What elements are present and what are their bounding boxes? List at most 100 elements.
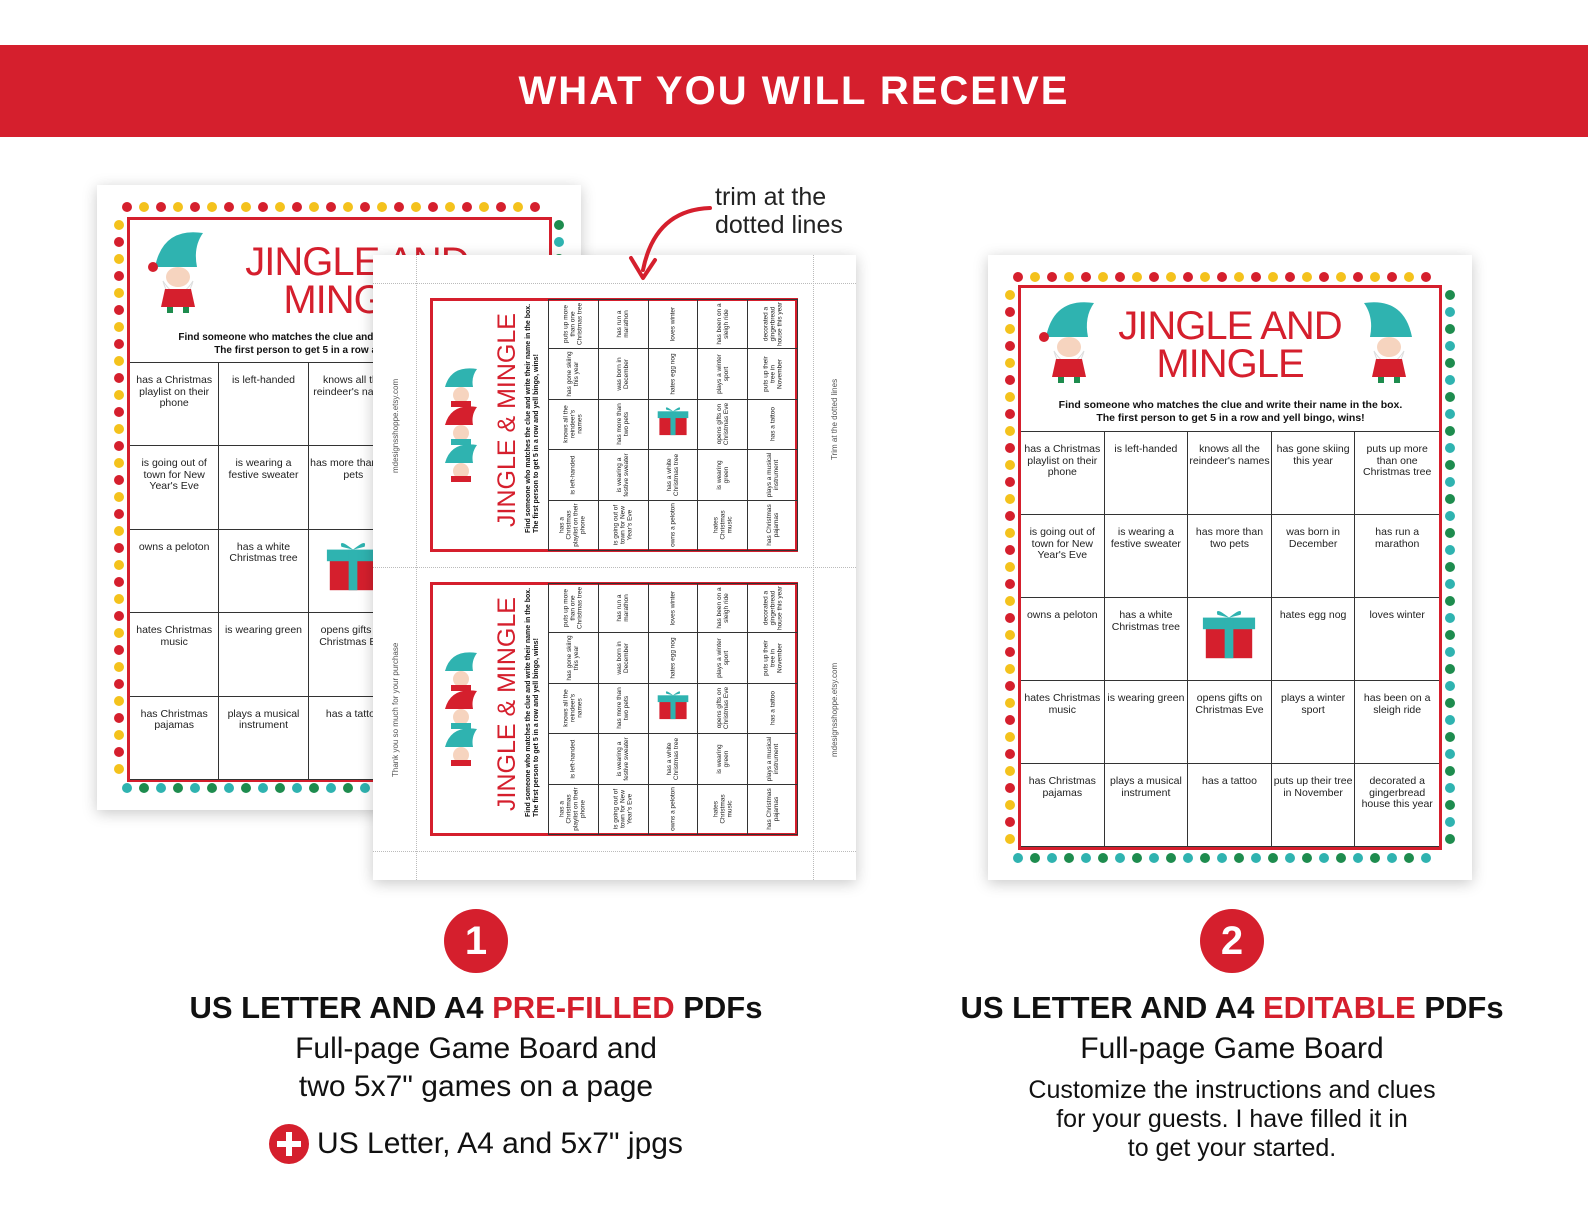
mini-cell-text: puts up more than one Christmas tree bbox=[562, 303, 584, 346]
bingo-cell: is wearing green bbox=[219, 613, 309, 697]
light-bulb-dot bbox=[1217, 853, 1227, 863]
light-bulb-dot bbox=[1005, 562, 1015, 572]
light-bulb-dot bbox=[1047, 853, 1057, 863]
light-bulb-dot bbox=[1445, 426, 1455, 436]
curved-arrow-icon bbox=[629, 206, 712, 280]
light-bulb-dot bbox=[275, 783, 285, 793]
card-5x7-top: puts up more than one Christmas tree has … bbox=[430, 298, 798, 552]
light-bulb-dot bbox=[114, 373, 124, 383]
mini-cell-text: hates Christmas music bbox=[712, 794, 734, 824]
mini-cell-text: loves winter bbox=[669, 307, 677, 342]
option-2-heading: US LETTER AND A4 EDITABLE PDFs bbox=[932, 990, 1532, 1026]
light-bulb-dot bbox=[1445, 681, 1455, 691]
light-bulb-dot bbox=[139, 202, 149, 212]
light-bulb-dot bbox=[360, 202, 370, 212]
light-bulb-dot bbox=[1285, 272, 1295, 282]
option-1-badge: 1 bbox=[444, 909, 508, 973]
light-bulb-dot bbox=[1445, 341, 1455, 351]
light-bulb-dot bbox=[1445, 545, 1455, 555]
bingo-cell: is left-handed bbox=[1104, 432, 1189, 515]
light-bulb-dot bbox=[114, 390, 124, 400]
mini-cell-text: decorated a gingerbread house this year bbox=[761, 302, 784, 347]
light-bulb-dot bbox=[1149, 272, 1159, 282]
light-bulb-dot bbox=[1005, 715, 1015, 725]
light-bulb-dot bbox=[1421, 853, 1431, 863]
light-bulb-dot bbox=[114, 322, 124, 332]
light-bulb-dot bbox=[513, 202, 523, 212]
instructions-line1: Find someone who matches the clue and wr… bbox=[178, 332, 506, 343]
shop-label: mdesignsshoppe.etsy.com bbox=[391, 378, 400, 473]
light-bulb-dot bbox=[241, 783, 251, 793]
mini-cell-text: has gone skiing this year bbox=[566, 635, 581, 681]
light-bulb-dot bbox=[1132, 272, 1142, 282]
light-bulb-dot bbox=[1404, 272, 1414, 282]
mini-cell-text: is wearing a festive sweater bbox=[616, 453, 631, 497]
mini-cell-text: decorated a gingerbread house this year bbox=[761, 586, 784, 631]
light-bulb-dot bbox=[1445, 562, 1455, 572]
bingo-cell: owns a peloton bbox=[1021, 598, 1105, 681]
light-bulb-dot bbox=[1005, 477, 1015, 487]
mini-bingo-cell: owns a peloton bbox=[648, 500, 699, 551]
option-2-desc3: to get your started. bbox=[1127, 1134, 1337, 1162]
light-bulb-dot bbox=[122, 202, 132, 212]
mini-cell-text: hates egg nog bbox=[669, 637, 677, 679]
mini-bingo-cell: is left-handed bbox=[549, 450, 599, 501]
card-title: JINGLE & MINGLE bbox=[493, 597, 521, 811]
light-bulb-dot bbox=[1370, 853, 1380, 863]
bingo-cell: has Christmas pajamas bbox=[1021, 764, 1105, 847]
light-bulb-dot bbox=[1005, 800, 1015, 810]
mini-bingo-cell: hates egg nog bbox=[648, 349, 699, 400]
mini-cell-text: hates egg nog bbox=[669, 353, 677, 395]
light-bulb-dot bbox=[258, 202, 268, 212]
light-bulb-dot bbox=[394, 202, 404, 212]
light-bulb-dot bbox=[1445, 817, 1455, 827]
option-1-heading-pre: US LETTER AND A4 bbox=[189, 990, 493, 1025]
light-bulb-dot bbox=[275, 202, 285, 212]
light-bulb-dot bbox=[1005, 749, 1015, 759]
light-bulb-dot bbox=[114, 339, 124, 349]
light-bulb-dot bbox=[114, 713, 124, 723]
thanks-label: Thank you so much for your purchase bbox=[391, 642, 400, 777]
bingo-cell: has run a marathon bbox=[1355, 515, 1439, 598]
light-bulb-dot bbox=[1005, 528, 1015, 538]
instructions-line2: The first person to get 5 in a row and y… bbox=[1096, 412, 1365, 425]
mini-cell-text: puts up their tree in November bbox=[761, 356, 784, 392]
mini-bingo-cell: has a tattoo bbox=[748, 399, 798, 451]
gnome-trio-icon bbox=[445, 652, 477, 766]
light-bulb-dot bbox=[114, 475, 124, 485]
light-bulb-dot bbox=[1047, 272, 1057, 282]
mini-cell-text: is wearing a festive sweater bbox=[616, 737, 631, 781]
light-bulb-dot bbox=[114, 271, 124, 281]
mini-bingo-cell: plays a winter sport bbox=[698, 349, 749, 400]
mini-bingo-cell: has been on a sleigh ride bbox=[698, 299, 749, 350]
mini-bingo-cell: hates Christmas music bbox=[698, 784, 749, 835]
bingo-cell: has a Christmas playlist on their phone bbox=[1021, 432, 1105, 515]
light-bulb-dot bbox=[114, 407, 124, 417]
mini-bingo-cell: has a white Christmas tree bbox=[648, 734, 699, 785]
light-bulb-dot bbox=[1013, 272, 1023, 282]
light-bulb-dot bbox=[114, 543, 124, 553]
mini-bingo-cell: has Christmas pajamas bbox=[748, 784, 798, 835]
light-bulb-dot bbox=[1445, 290, 1455, 300]
option-1-extra: US Letter, A4 and 5x7" jpgs bbox=[176, 1124, 776, 1164]
instructions-line2: The first person to get 5 in a row and y… bbox=[214, 344, 470, 356]
light-bulb-dot bbox=[1132, 853, 1142, 863]
light-bulb-dot bbox=[114, 526, 124, 536]
mini-bingo-grid: puts up more than one Christmas tree has … bbox=[548, 299, 798, 551]
mini-bingo-cell: has a Christmas playlist on their phone bbox=[549, 500, 599, 551]
option-1-heading-accent: PRE-FILLED bbox=[492, 990, 675, 1025]
option-2-line1: Full-page Game Board bbox=[1080, 1032, 1384, 1065]
mini-cell-text: has more than two pets bbox=[616, 403, 631, 446]
light-bulb-dot bbox=[1234, 853, 1244, 863]
mini-cell-text: has a white Christmas tree bbox=[665, 453, 680, 497]
mini-bingo-cell: has a white Christmas tree bbox=[648, 450, 699, 501]
bingo-cell: plays a winter sport bbox=[1271, 681, 1356, 764]
bingo-cell: loves winter bbox=[1355, 598, 1439, 681]
light-bulb-dot bbox=[1005, 732, 1015, 742]
light-bulb-dot bbox=[462, 202, 472, 212]
option-2-heading-post: PDFs bbox=[1415, 990, 1504, 1025]
light-bulb-dot bbox=[114, 492, 124, 502]
light-bulb-dot bbox=[1005, 460, 1015, 470]
mini-bingo-cell: decorated a gingerbread house this year bbox=[748, 299, 798, 350]
